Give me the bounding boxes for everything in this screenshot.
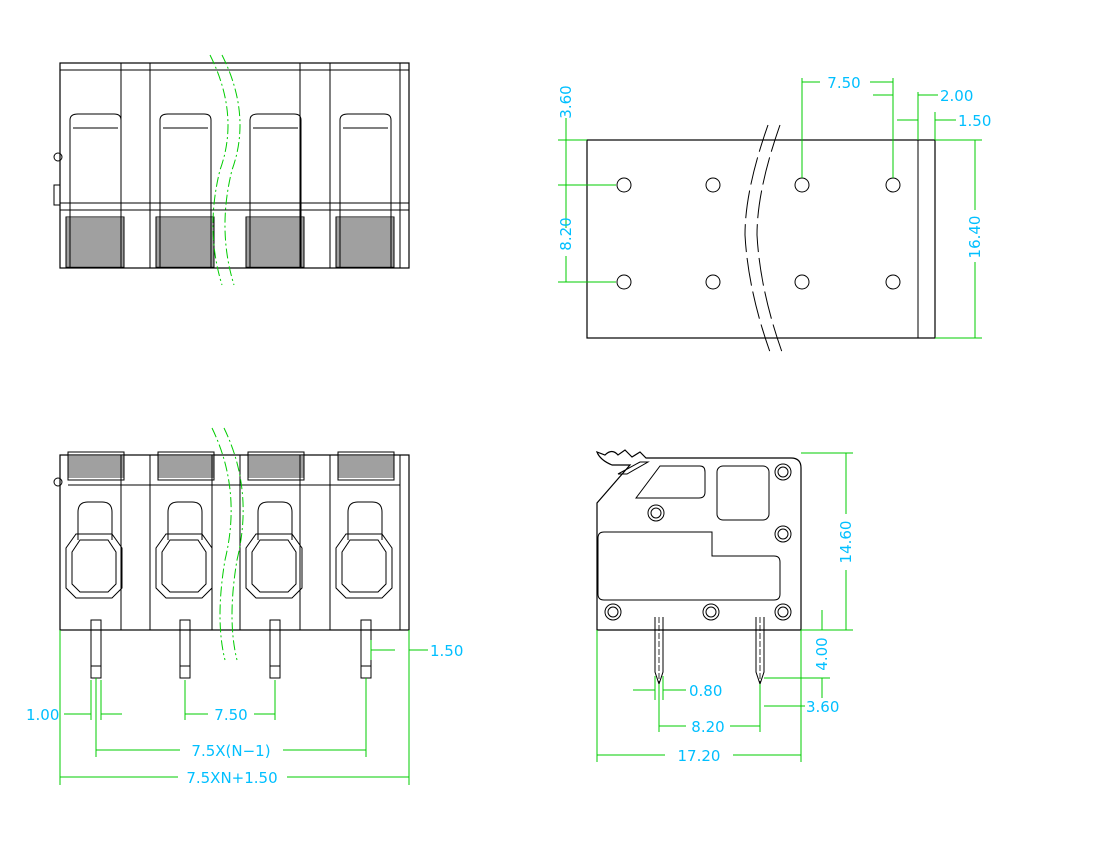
pcb-hole [616,177,632,193]
clamp-1 [65,451,125,599]
dim-overall-depth: 17.20 [678,747,721,765]
dim-pin-spacing: 8.20 [691,718,724,736]
pcb-hole [616,274,632,290]
dim-edge-offset-a: 2.00 [940,87,973,105]
clamp-3 [245,451,305,599]
pcb-hole [885,177,901,193]
dim-pitch-top: 7.50 [827,74,860,92]
pcb-hole [705,177,721,193]
clamp-4 [335,451,395,599]
pcb-hole [705,274,721,290]
lever-1 [65,113,125,268]
pcb-hole [794,177,810,193]
dim-height: 14.60 [837,521,855,564]
dim-depth: 16.40 [966,216,984,259]
top-left-view [53,54,410,286]
dim-end-offset: 1.50 [430,642,463,660]
clamp-2 [155,451,215,599]
dim-inner-span: 7.5X(N−1) [191,742,270,760]
pcb-hole [794,274,810,290]
pin-4 [360,619,372,679]
dim-overall-length: 7.5XN+1.50 [186,769,277,787]
pin-2 [179,619,191,679]
top-right-view: 7.50 2.00 1.50 3.60 8.20 16.40 [557,74,991,353]
dim-pin-thickness: 0.80 [689,682,722,700]
dim-pitch-front: 7.50 [214,706,247,724]
pin-1 [90,619,102,679]
dim-pin-width: 1.00 [26,706,59,724]
dim-hole-offset: 3.60 [557,85,575,118]
dim-row-spacing: 8.20 [557,217,575,250]
pin-3 [269,619,281,679]
side-view: 14.60 4.00 0.80 8.20 3.60 17.20 [595,449,855,765]
lever-3 [245,113,305,268]
clamp-grip-hatching [68,454,394,478]
pcb-hole [885,274,901,290]
dim-pin-length: 4.00 [813,637,831,670]
lever-grip-hatching [66,218,394,266]
dim-pin-offset: 3.60 [806,698,839,716]
dim-edge-offset-b: 1.50 [958,112,991,130]
lever-2 [155,113,215,268]
front-view: 1.00 7.50 1.50 7.5X(N−1) 7.5XN+1.50 [26,427,463,787]
lever-4 [335,113,395,268]
